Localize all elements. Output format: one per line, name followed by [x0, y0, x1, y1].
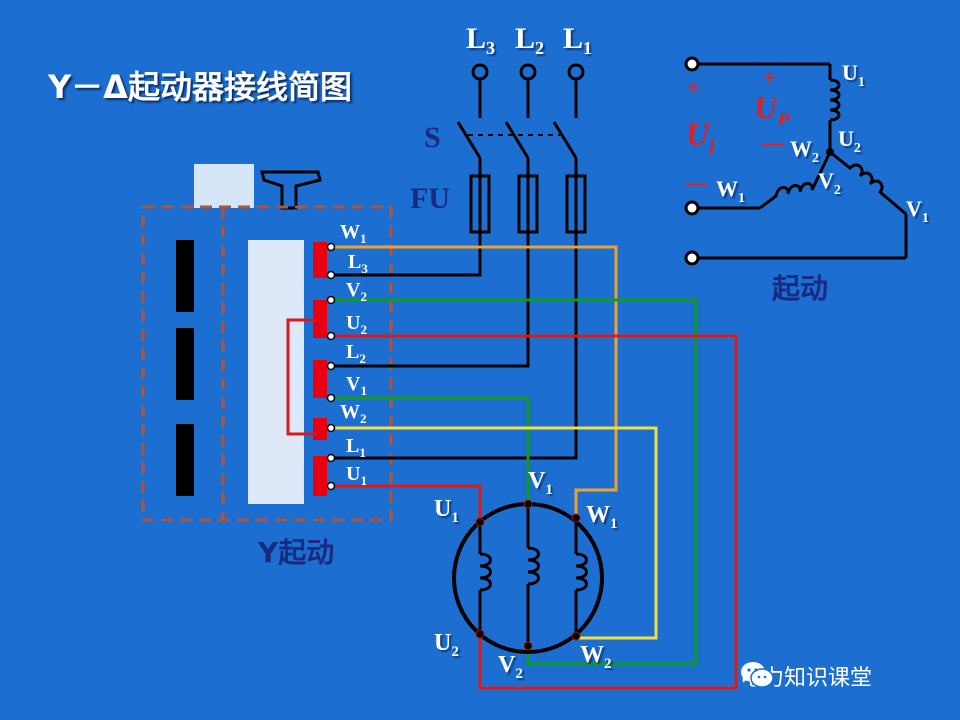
chat-bubble-icon: [741, 662, 774, 688]
terminal-label-1: L3: [348, 251, 368, 276]
terminal-label-2: V2: [346, 279, 367, 304]
starter-caption: Y起动: [257, 536, 334, 569]
terminal-label-6: W2: [340, 401, 367, 426]
supply-terminal-l1: [567, 63, 585, 81]
supply-terminals: L3 L2 L1: [466, 22, 592, 58]
wire-u2: [331, 334, 738, 690]
motor-label-u1: U1: [434, 496, 459, 526]
minus-sign-right: —: [761, 130, 785, 155]
wire-l2: [331, 232, 530, 368]
star-label-w1: W1: [716, 176, 745, 206]
motor-label-w1: W1: [586, 502, 618, 532]
star-voltage-labels: + + — — Ul UP: [685, 63, 790, 195]
star-label-w2: W2: [790, 136, 819, 166]
star-label-u2: U2: [838, 126, 861, 156]
star-terminal-top: [684, 56, 700, 72]
wires: [286, 232, 738, 690]
motor-label-v2: V2: [498, 652, 523, 682]
supply-label-l1: L1: [563, 22, 592, 58]
motor-label-w2: W2: [580, 642, 612, 672]
plus-sign-left: +: [686, 73, 701, 102]
motor-label-v1: V1: [528, 468, 553, 498]
terminal-label-3: U2: [346, 312, 367, 337]
star-diagram: + + — — Ul UP U1 U2 W2 V2 W1 V1 起动: [684, 56, 929, 305]
starter-terminal-blocks: [313, 242, 327, 496]
star-caption: 起动: [772, 272, 828, 305]
watermark: 电力知识课堂: [740, 660, 872, 692]
switch-label: S: [424, 121, 441, 154]
star-label-u1: U1: [842, 60, 865, 90]
fuses: [469, 174, 587, 234]
motor-labels: U1 V1 W1 U2 V2 W2: [434, 468, 618, 682]
winding-v: [527, 546, 540, 586]
terminal-label-5: V1: [346, 373, 367, 398]
wire-l1: [331, 232, 578, 460]
wire-w2: [331, 426, 658, 640]
supply-terminal-l3: [471, 63, 489, 81]
motor: U1 V1 W1 U2 V2 W2: [434, 468, 618, 682]
terminal-label-0: W1: [340, 221, 367, 246]
knife-switch: [456, 79, 578, 175]
line-voltage-label: Ul: [686, 116, 715, 158]
star-label-v2: V2: [818, 168, 841, 198]
winding-u: [479, 552, 492, 592]
starter-enclosure: [141, 164, 393, 522]
supply-terminal-l2: [519, 63, 537, 81]
starter-outline: [141, 205, 393, 522]
starter-lever: [260, 170, 322, 210]
star-terminal-labels: U1 U2 W2 V2 W1 V1: [716, 60, 929, 226]
star-short-link: [286, 318, 316, 436]
plus-sign-right: +: [762, 63, 777, 92]
wire-w1: [331, 245, 618, 518]
star-winding-v: [829, 150, 907, 216]
star-terminal-bottom: [684, 250, 700, 266]
winding-w: [575, 552, 588, 592]
motor-windings: [478, 504, 588, 646]
supply-terminal-circles: [471, 63, 585, 81]
star-winding-u: [829, 78, 841, 122]
starter-handle-block: [194, 164, 254, 208]
terminal-label-4: L2: [346, 341, 366, 366]
fuse-label: FU: [410, 182, 450, 215]
minus-sign-left: —: [685, 170, 709, 195]
motor-label-u2: U2: [434, 630, 459, 660]
wire-u1: [331, 484, 482, 522]
starter-panel: [248, 240, 304, 504]
star-terminal-middle: [684, 200, 700, 216]
supply-label-l3: L3: [466, 22, 495, 58]
page-title: Y－Δ起动器接线简图: [48, 68, 352, 106]
supply-label-l2: L2: [515, 22, 544, 58]
star-label-v1: V1: [906, 196, 929, 226]
starter-terminal-labels: W1 L3 V2 U2 L2 V1 W2 L1 U1: [340, 221, 368, 488]
phase-voltage-label: UP: [754, 89, 790, 131]
starter-terminal-points: [326, 242, 336, 491]
wire-v1: [331, 396, 530, 504]
terminal-label-7: L1: [346, 435, 366, 460]
wire-v2: [331, 298, 698, 666]
terminal-label-8: U1: [346, 463, 367, 488]
star-winding-w: [759, 151, 832, 210]
